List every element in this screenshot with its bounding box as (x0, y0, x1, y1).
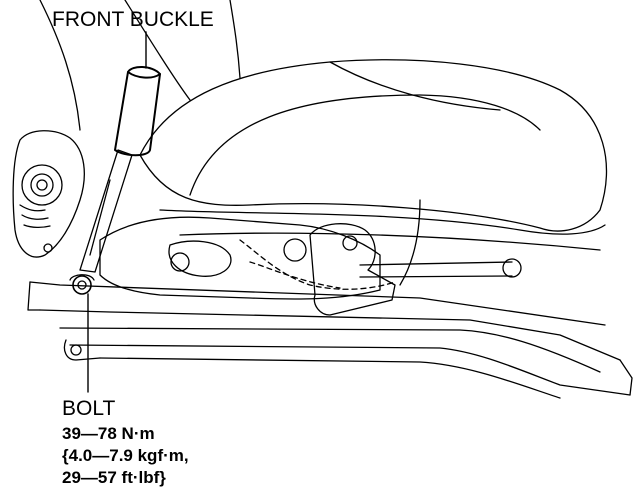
frame-hole-3 (502, 258, 522, 278)
seat-frame-bracket (99, 216, 381, 300)
rail-bottom (99, 357, 561, 399)
cable-line (399, 199, 421, 286)
slide-rail-top (39, 309, 621, 361)
front-buckle-top (127, 71, 161, 79)
torque-line-kgfm: {4.0—7.9 kgf·m, (62, 446, 189, 465)
seat-back-edge (229, 0, 241, 79)
latch-pin (342, 235, 358, 251)
torque-line-nm: 39—78 N·m (62, 424, 155, 443)
slide-rail-end (619, 359, 633, 396)
front-buckle-label: FRONT BUCKLE (52, 8, 214, 31)
frame-hole-1 (170, 252, 190, 272)
seat-cushion-base (179, 232, 601, 251)
slide-rail-lower (69, 344, 631, 396)
latch-mechanism (309, 223, 396, 316)
torque-specification: 39—78 N·m {4.0—7.9 kgf·m, 29—57 ft·lbf} (62, 423, 189, 489)
buckle-strap-inner (89, 179, 111, 256)
frame-cutout (168, 240, 232, 277)
frame-hole-2 (283, 238, 307, 262)
hidden-cable (239, 239, 396, 290)
frame-rod (359, 261, 513, 278)
recliner-knob-inner (30, 173, 54, 197)
buckle-strap (79, 149, 133, 273)
recliner-knob-center (36, 179, 48, 191)
seat-cushion-outline (139, 59, 608, 232)
slide-rail-upper (29, 281, 606, 326)
recliner-pin (43, 243, 53, 253)
bolt-center (77, 280, 87, 290)
slide-rail-mid (59, 327, 601, 373)
torque-line-ftlbf: 29—57 ft·lbf} (62, 468, 166, 487)
recliner-knob-outer (21, 164, 63, 206)
front-buckle-body (114, 66, 161, 157)
seat-back-outline (39, 0, 191, 131)
seat-cushion-side (329, 61, 501, 111)
recliner-spring (19, 204, 51, 229)
recliner-plate (12, 130, 85, 258)
slide-rail-left-end (27, 281, 41, 311)
rail-bolt (70, 344, 82, 356)
bolt-washer (69, 274, 95, 281)
bolt-label: BOLT (62, 397, 116, 420)
seat-cushion-lower (159, 209, 606, 235)
seat-cushion-seam (189, 94, 541, 196)
rail-foot (63, 339, 101, 361)
hidden-cable-2 (249, 261, 341, 289)
